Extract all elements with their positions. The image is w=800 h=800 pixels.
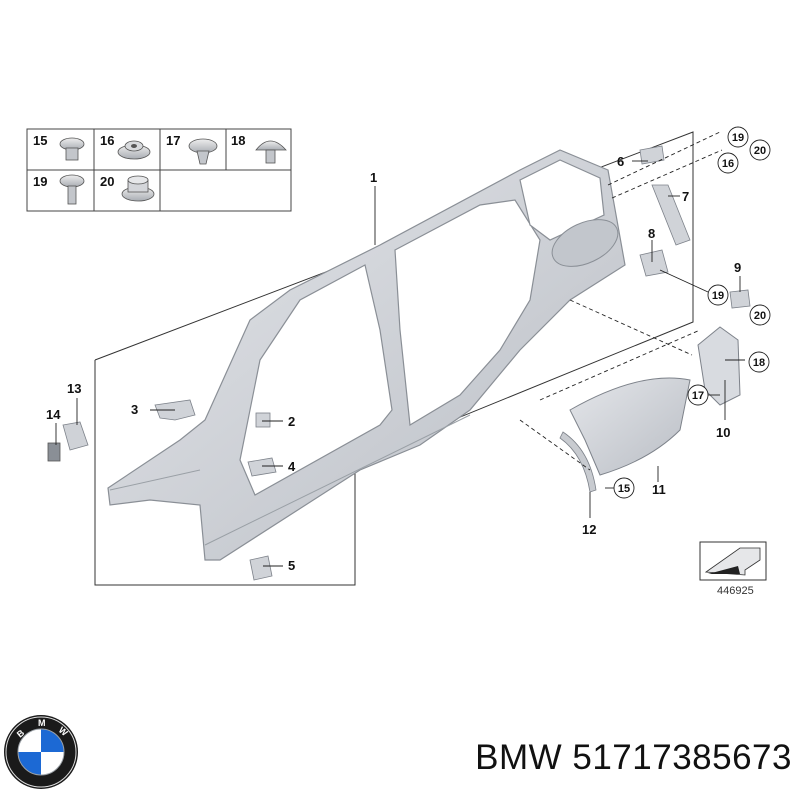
rear-panel-part-11	[569, 377, 691, 476]
legend-number-19: 19	[33, 174, 47, 189]
bracket-14	[47, 442, 61, 462]
circled-ref-17: 17	[687, 384, 709, 406]
callout-9: 9	[734, 260, 741, 275]
svg-text:16: 16	[722, 158, 734, 170]
legend-number-17: 17	[166, 133, 180, 148]
callout-2: 2	[288, 414, 295, 429]
circled-ref-20-top: 20	[749, 139, 771, 161]
side-frame-panel	[107, 149, 626, 561]
leader-lines	[55, 160, 745, 567]
circled-ref-19-top: 19	[727, 126, 749, 148]
circled-ref-20-mid: 20	[749, 304, 771, 326]
bmw-logo: B M W	[4, 715, 78, 789]
svg-text:20: 20	[754, 145, 766, 157]
callout-4: 4	[288, 459, 296, 474]
callout-3: 3	[131, 402, 138, 417]
flange-nut-icon	[121, 175, 155, 202]
dashed-guides	[519, 131, 723, 471]
callout-6: 6	[617, 154, 624, 169]
callout-10: 10	[716, 425, 730, 440]
clip-rivet-icon	[59, 137, 85, 161]
mushroom-clip-icon	[255, 140, 287, 164]
fastener-legend: 15 16 17 18 19 20	[26, 128, 292, 212]
bracket-6	[639, 145, 665, 165]
svg-text:19: 19	[732, 132, 744, 144]
diagram-number-box	[699, 541, 767, 581]
svg-text:B: B	[15, 727, 27, 739]
legend-number-20: 20	[100, 174, 114, 189]
part-number-caption: BMW 51717385673	[475, 738, 792, 777]
circled-ref-15: 15	[613, 477, 635, 499]
expanding-nut-icon	[117, 140, 151, 160]
bracket-13	[62, 421, 89, 451]
svg-text:20: 20	[754, 310, 766, 322]
bracket-2	[255, 412, 271, 428]
callout-1: 1	[370, 170, 377, 185]
callout-12: 12	[582, 522, 596, 537]
callout-13: 13	[67, 381, 81, 396]
bracket-8	[639, 249, 669, 277]
callout-11: 11	[652, 482, 666, 497]
legend-number-15: 15	[33, 133, 47, 148]
hex-bolt-icon	[59, 174, 85, 205]
bracket-9	[729, 289, 751, 309]
svg-text:M: M	[38, 718, 46, 728]
circled-ref-19-mid: 19	[707, 284, 729, 306]
callout-7: 7	[682, 189, 689, 204]
callout-14: 14	[46, 407, 61, 422]
svg-text:18: 18	[753, 357, 765, 369]
callout-5: 5	[288, 558, 295, 573]
diagram-number: 446925	[717, 585, 754, 597]
svg-text:19: 19	[712, 290, 724, 302]
circled-ref-16: 16	[717, 152, 739, 174]
bracket-7	[651, 184, 691, 246]
bracket-5	[249, 555, 273, 581]
push-rivet-icon	[188, 138, 218, 165]
legend-number-18: 18	[231, 133, 245, 148]
legend-number-16: 16	[100, 133, 114, 148]
circled-refs: 19 20 16 20 19 18 17 15	[613, 126, 771, 499]
svg-text:15: 15	[618, 483, 630, 495]
bracket-4	[247, 457, 277, 477]
callout-8: 8	[648, 226, 655, 241]
circled-ref-18: 18	[748, 351, 770, 373]
svg-text:17: 17	[692, 390, 704, 402]
